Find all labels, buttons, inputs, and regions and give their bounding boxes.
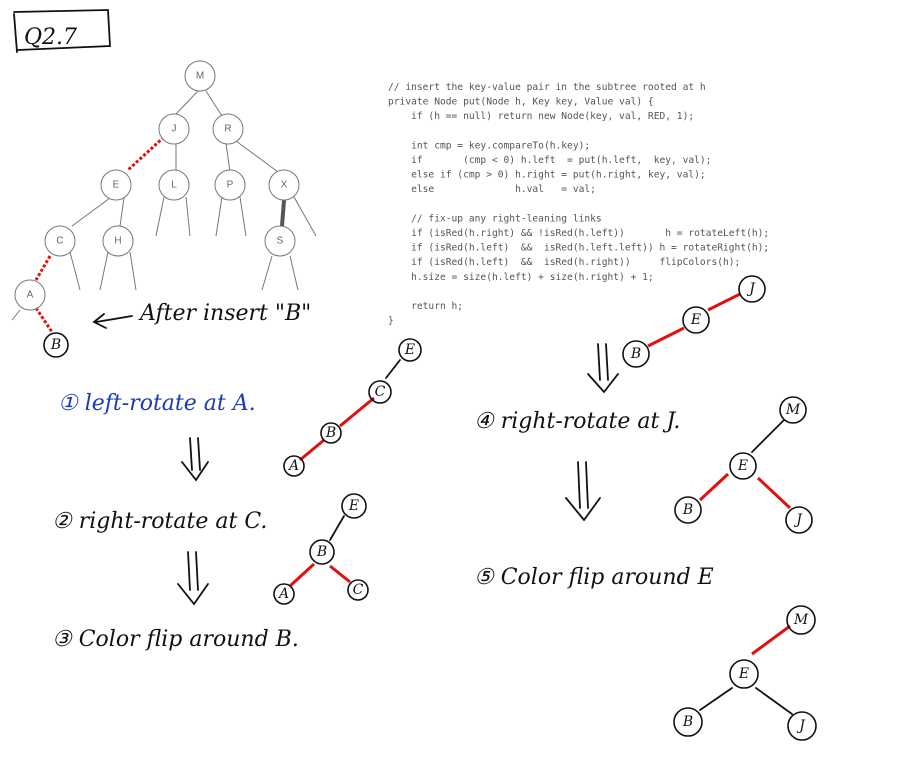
tree-node-R: R	[212, 113, 244, 145]
code-line: if (isRed(h.right) && !isRed(h.left)) h …	[388, 228, 769, 239]
code-block: // insert the key-value pair in the subt…	[388, 82, 769, 327]
svg-text:E: E	[113, 180, 120, 191]
sketch-step-1: E C B A	[283, 338, 422, 477]
svg-text:B: B	[50, 337, 61, 353]
down-arrow-4	[565, 461, 601, 522]
tree-node-A: A	[14, 279, 46, 311]
step-1-text: ① left-rotate at A.	[58, 391, 256, 416]
svg-text:M: M	[196, 71, 204, 82]
code-line: if (isRed(h.left) && isRed(h.left.left))…	[388, 243, 769, 254]
svg-text:J: J	[172, 124, 177, 135]
step-4-text: ④ right-rotate at J.	[474, 409, 680, 434]
svg-text:E: E	[737, 458, 748, 474]
svg-text:S: S	[277, 236, 284, 247]
code-line: // fix-up any right-leaning links	[388, 213, 602, 224]
tree-node-M: M	[184, 60, 216, 92]
down-arrow-1	[181, 437, 209, 482]
step-2-text: ② right-rotate at C.	[52, 509, 267, 534]
svg-text:A: A	[277, 586, 289, 602]
tree-node-H: H	[102, 225, 134, 257]
tree-node-X: X	[268, 169, 300, 201]
svg-text:C: C	[353, 582, 364, 598]
down-arrow-2	[177, 551, 209, 606]
svg-text:J: J	[793, 512, 803, 528]
svg-text:J: J	[796, 718, 806, 734]
after-insert-label: After insert "B"	[138, 301, 311, 326]
tree-node-C: C	[44, 225, 76, 257]
svg-text:R: R	[224, 124, 231, 135]
svg-text:H: H	[114, 236, 121, 247]
svg-text:J: J	[746, 281, 756, 297]
tree-node-S: S	[264, 225, 296, 257]
svg-text:B: B	[682, 714, 693, 730]
svg-text:E: E	[404, 342, 415, 358]
tree-node-P: P	[214, 169, 246, 201]
svg-text:E: E	[738, 666, 749, 682]
svg-text:M: M	[793, 612, 809, 628]
page-label: Q2.7	[13, 9, 111, 53]
svg-text:M: M	[785, 402, 801, 418]
code-line: if (cmp < 0) h.left = put(h.left, key, v…	[388, 155, 711, 166]
code-line: else h.val = val;	[388, 184, 596, 195]
svg-text:P: P	[227, 180, 234, 191]
code-line: if (h == null) return new Node(key, val,…	[388, 111, 694, 122]
svg-text:E: E	[690, 312, 701, 328]
svg-text:E: E	[348, 498, 359, 514]
sketch-step-5: M E B J	[673, 605, 817, 741]
sketch-step-4: M E B J	[674, 396, 813, 534]
code-line: int cmp = key.compareTo(h.key);	[388, 140, 590, 151]
code-line: }	[388, 316, 394, 327]
svg-text:B: B	[682, 502, 693, 518]
svg-text:B: B	[630, 346, 641, 362]
svg-text:B: B	[316, 544, 327, 560]
after-insert-annotation: After insert "B"	[92, 301, 311, 329]
down-arrow-3	[587, 343, 619, 394]
code-line: // insert the key-value pair in the subt…	[388, 82, 706, 93]
sketch-step-2: E B A C	[273, 493, 369, 605]
sketch-top-right: J E B	[622, 275, 766, 368]
tree-node-B-inserted: B	[43, 332, 69, 358]
svg-text:A: A	[27, 290, 34, 301]
step-5-text: ⑤ Color flip around E	[474, 565, 714, 590]
code-line: private Node put(Node h, Key key, Value …	[388, 97, 654, 108]
code-line: if (isRed(h.left) && isRed(h.right)) fli…	[388, 257, 740, 268]
svg-text:C: C	[375, 384, 386, 400]
code-line: return h;	[388, 301, 463, 312]
svg-text:L: L	[171, 180, 177, 191]
tree-node-E: E	[100, 169, 132, 201]
page-label-text: Q2.7	[24, 25, 77, 50]
svg-text:B: B	[325, 425, 336, 441]
tree-node-J: J	[158, 113, 190, 145]
code-line: h.size = size(h.left) + size(h.right) + …	[388, 272, 654, 283]
printed-tree: M J R E L P X C H S A B	[11, 60, 317, 358]
svg-text:X: X	[281, 180, 288, 191]
step-3-text: ③ Color flip around B.	[52, 627, 299, 652]
svg-text:A: A	[287, 458, 299, 474]
code-line: else if (cmp > 0) h.right = put(h.right,…	[388, 170, 706, 181]
tree-node-L: L	[158, 169, 190, 201]
svg-text:C: C	[56, 236, 63, 247]
